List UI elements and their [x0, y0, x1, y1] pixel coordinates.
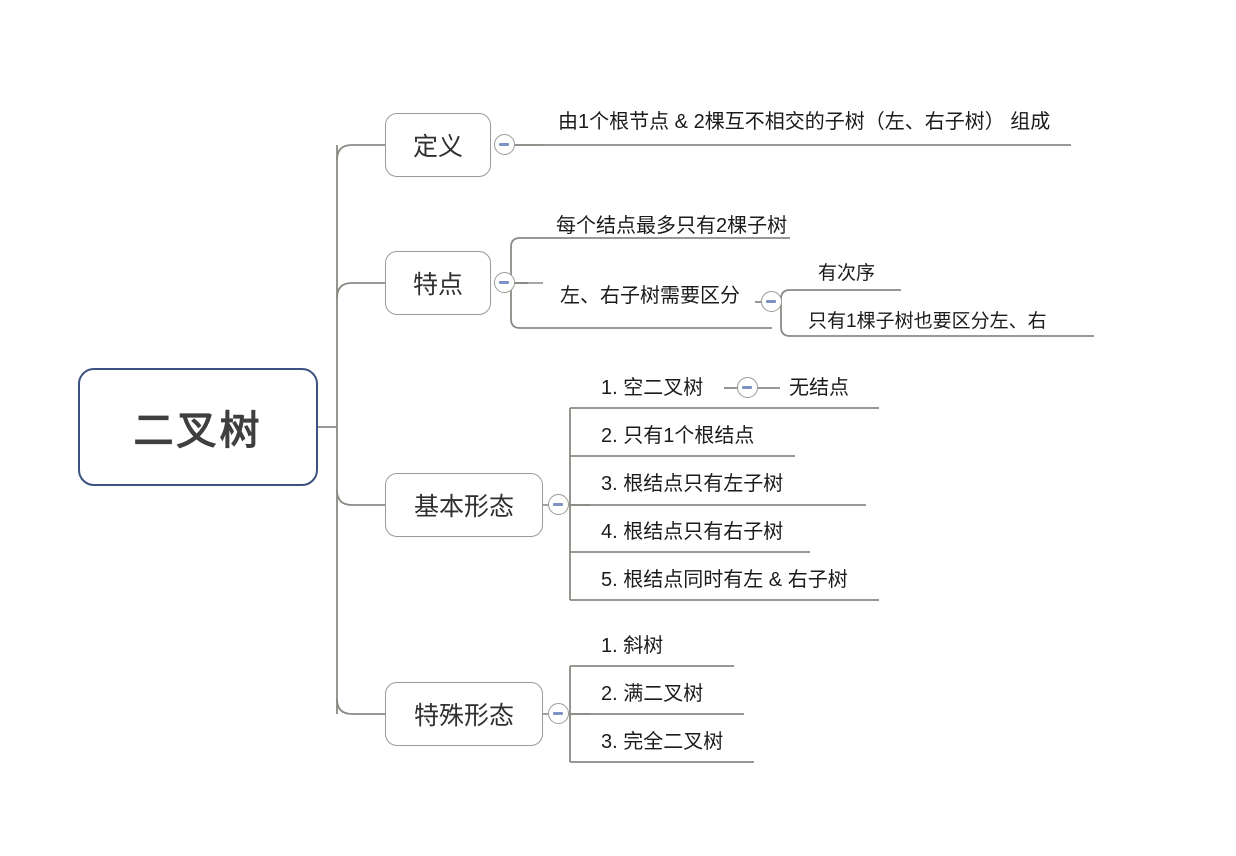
leaf-basic-1[interactable]: 1. 空二叉树 [601, 377, 704, 399]
branch-label-features: 特点 [412, 271, 463, 299]
branch-node-definition[interactable]: 定义 [385, 113, 491, 177]
collapse-toggle-features-icon[interactable] [494, 272, 515, 293]
branch-node-features[interactable]: 特点 [385, 251, 491, 315]
branch-node-basic-forms[interactable]: 基本形态 [385, 473, 543, 537]
collapse-toggle-special-forms-icon[interactable] [548, 703, 569, 724]
leaf-features-2-2[interactable]: 只有1棵子树也要区分左、右 [808, 311, 1047, 332]
collapse-toggle-empty-tree-icon[interactable] [737, 377, 758, 398]
leaf-features-1[interactable]: 每个结点最多只有2棵子树 [556, 215, 788, 237]
root-node[interactable]: 二叉树 [78, 368, 318, 486]
leaf-special-1[interactable]: 1. 斜树 [601, 635, 664, 657]
leaf-basic-3[interactable]: 3. 根结点只有左子树 [601, 473, 784, 495]
leaf-basic-1-1[interactable]: 无结点 [789, 377, 849, 399]
root-label: 二叉树 [133, 409, 263, 453]
leaf-special-3[interactable]: 3. 完全二叉树 [601, 731, 724, 753]
leaf-basic-4[interactable]: 4. 根结点只有右子树 [601, 521, 784, 543]
leaf-basic-5[interactable]: 5. 根结点同时有左 & 右子树 [601, 569, 848, 591]
branch-node-special-forms[interactable]: 特殊形态 [385, 682, 543, 746]
branch-label-basic-forms: 基本形态 [413, 493, 514, 521]
branch-label-definition: 定义 [412, 133, 463, 161]
collapse-toggle-definition-icon[interactable] [494, 134, 515, 155]
leaf-features-2[interactable]: 左、右子树需要区分 [560, 285, 740, 307]
collapse-toggle-basic-forms-icon[interactable] [548, 494, 569, 515]
collapse-toggle-features-sub-icon[interactable] [761, 291, 782, 312]
leaf-special-2[interactable]: 2. 满二叉树 [601, 683, 704, 705]
branch-label-special-forms: 特殊形态 [413, 702, 514, 730]
leaf-basic-2[interactable]: 2. 只有1个根结点 [601, 425, 755, 447]
leaf-definition-1[interactable]: 由1个根节点 & 2棵互不相交的子树（左、右子树） 组成 [558, 111, 1051, 133]
leaf-features-2-1[interactable]: 有次序 [818, 263, 876, 284]
